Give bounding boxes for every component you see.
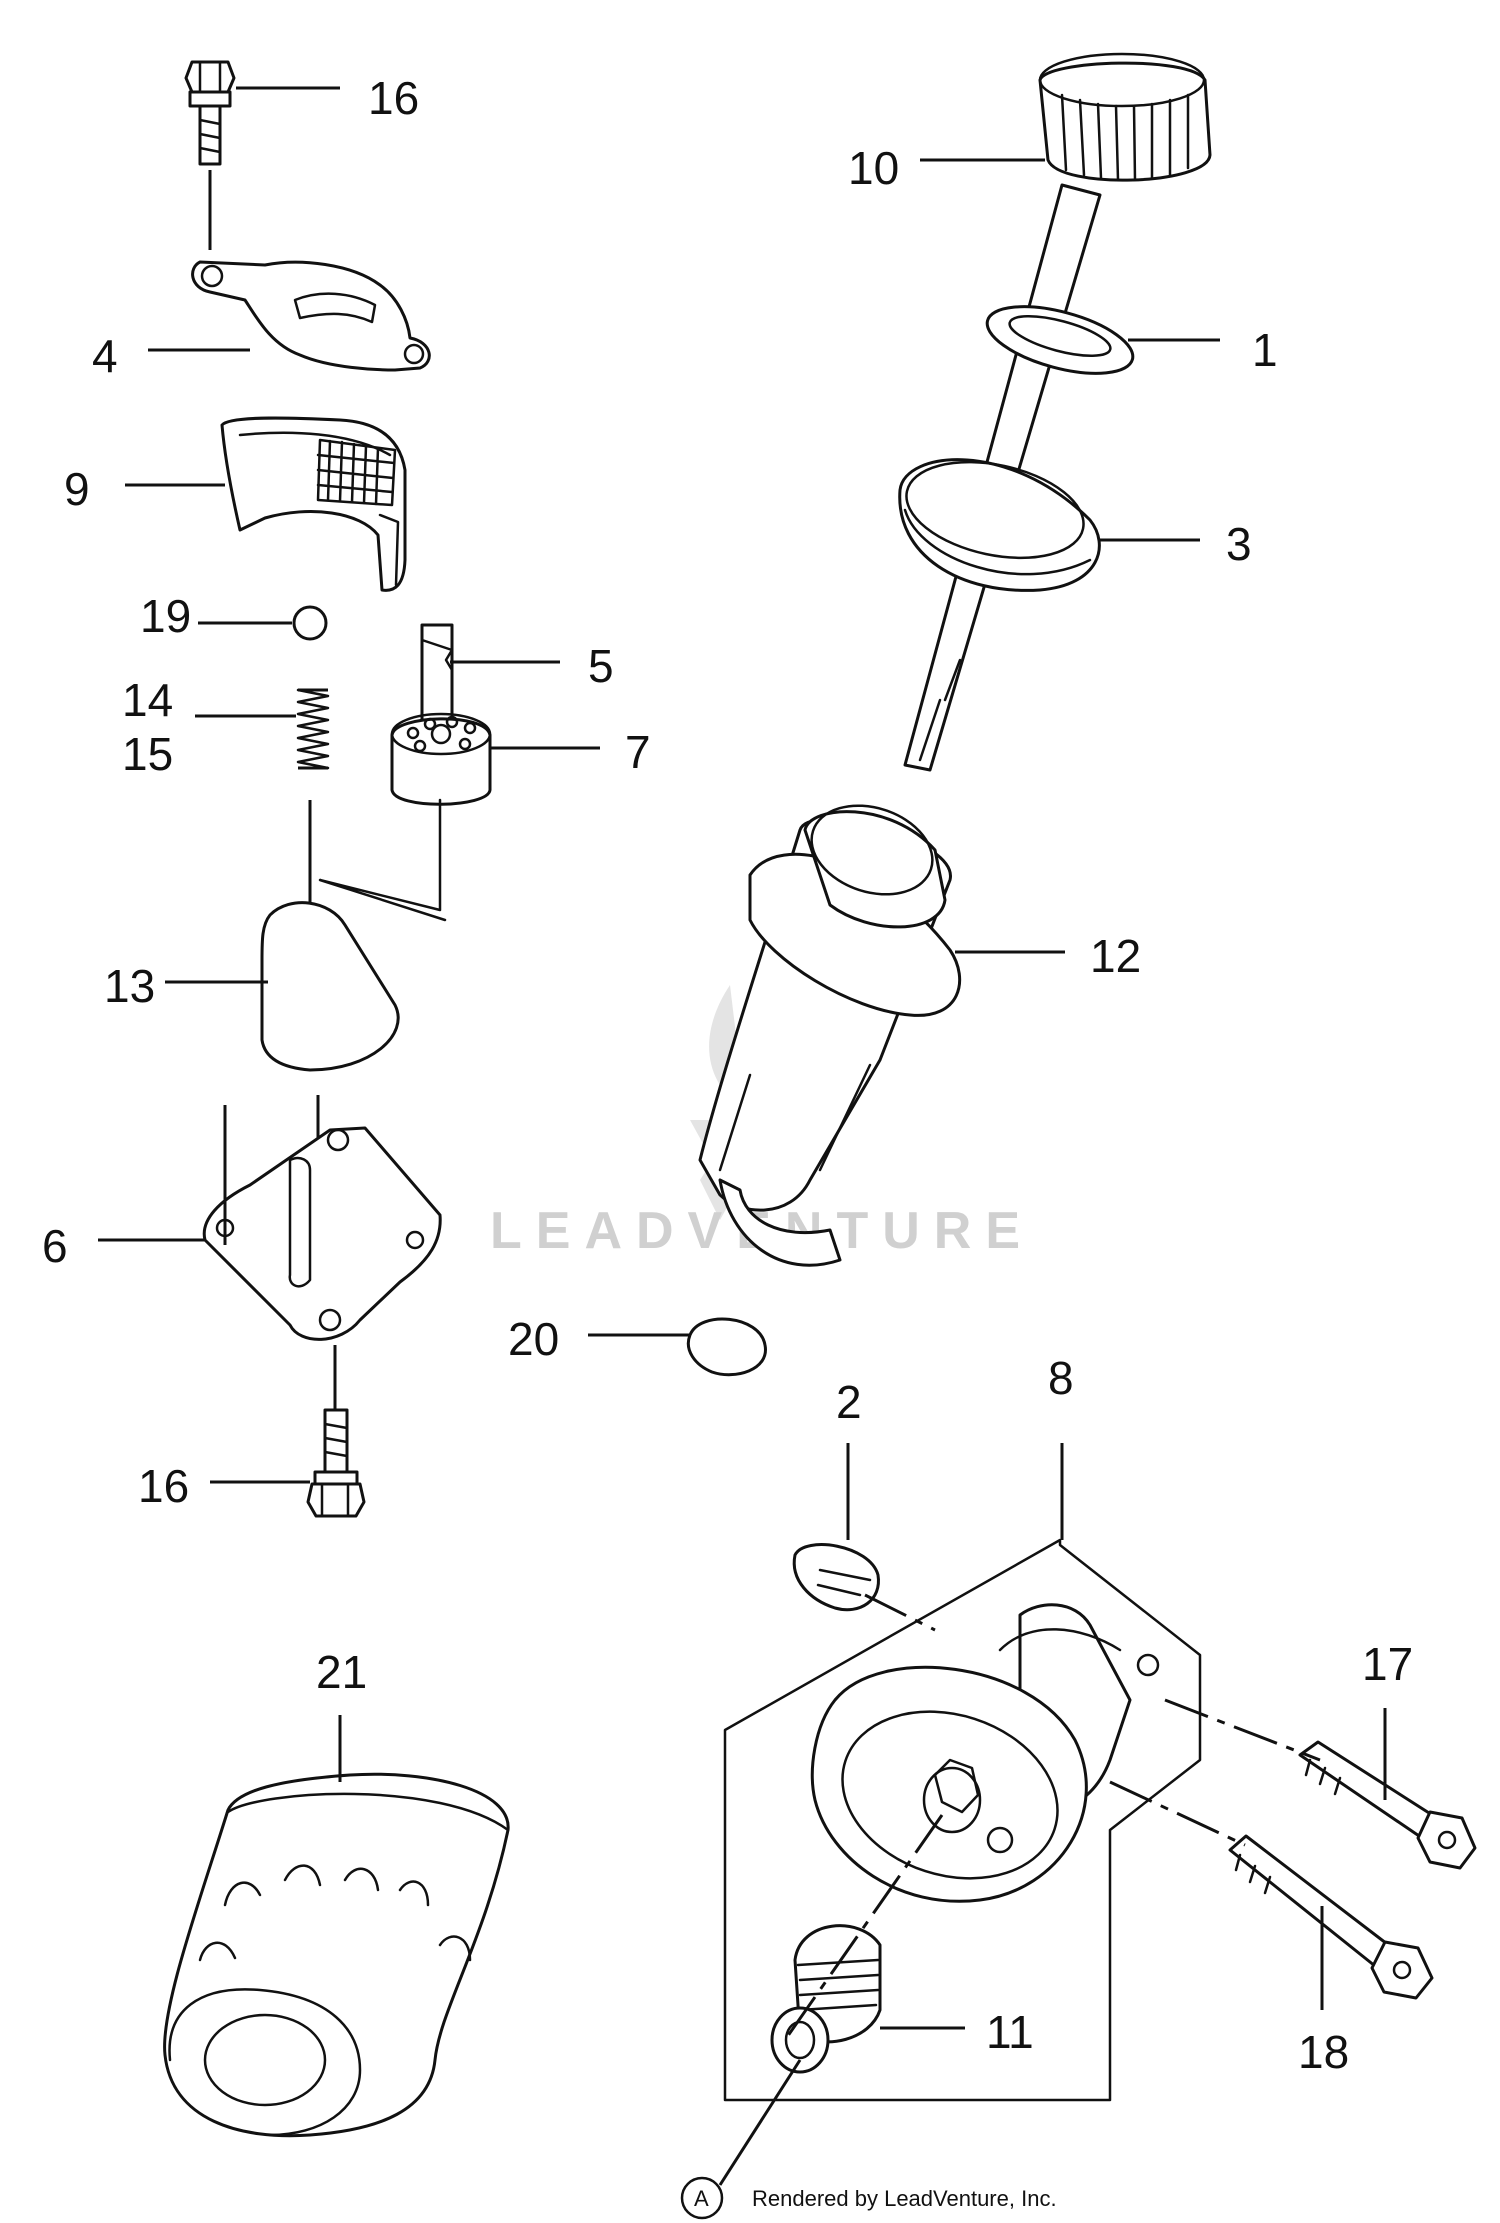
callout-20: 20 [508,1313,559,1365]
reference-marker-a: A [680,2176,724,2220]
callout-1: 1 [1252,324,1278,376]
part-9-oil-strainer[interactable] [220,416,407,592]
callout-16-top: 16 [368,72,419,124]
callout-18: 18 [1298,2026,1349,2078]
part-19-check-ball[interactable] [292,605,328,641]
callout-11: 11 [986,2006,1034,2058]
callout-14: 14 [122,674,173,726]
reference-marker-letter: A [694,2186,709,2211]
callout-17: 17 [1362,1638,1413,1690]
callout-4: 4 [92,330,118,382]
leader-lines [98,86,1387,2186]
part-18-bolt[interactable] [1228,1834,1434,2000]
part-20-plug[interactable] [687,1317,767,1377]
part-16-bottom-bolt[interactable] [306,1345,366,1518]
part-16-top-bolt[interactable] [184,60,236,250]
callout-7: 7 [625,726,651,778]
part-17-bolt[interactable] [1298,1740,1477,1870]
callout-21: 21 [316,1646,367,1698]
callout-16-bottom: 16 [138,1460,189,1512]
part-6-pump-body[interactable] [202,1126,442,1341]
assembly-guide-lines [223,1105,1321,2041]
part-8-filter-bracket[interactable] [723,1538,1202,2102]
callout-labels: 16 10 1 4 9 3 19 5 14 15 7 12 13 6 20 2 … [42,72,1413,2078]
callout-12: 12 [1090,930,1141,982]
part-3-dipstick-seal[interactable] [898,447,1101,592]
part-4-bracket-plate[interactable] [191,260,431,372]
callout-5: 5 [588,640,614,692]
callout-13: 13 [104,960,155,1012]
part-10-dipstick-cap[interactable] [1038,52,1212,182]
callout-8: 8 [1048,1352,1074,1404]
part-7-pump-rotor[interactable] [318,712,492,922]
part-21-oil-filter[interactable] [163,1715,510,2138]
callout-2: 2 [836,1376,862,1428]
part-12-oil-filler-tube[interactable] [698,791,962,1267]
callout-9: 9 [64,463,90,515]
callout-19: 19 [140,590,191,642]
callout-3: 3 [1226,518,1252,570]
callout-6: 6 [42,1220,68,1272]
part-2-nut[interactable] [792,1443,880,1612]
render-credit: Rendered by LeadVenture, Inc. [752,2186,1057,2211]
callout-15: 15 [122,728,173,780]
part-11-fitting[interactable] [770,1924,882,2074]
callout-10: 10 [848,142,899,194]
part-1-o-ring[interactable] [980,294,1139,387]
part-14-15-relief-spring[interactable] [296,688,330,910]
